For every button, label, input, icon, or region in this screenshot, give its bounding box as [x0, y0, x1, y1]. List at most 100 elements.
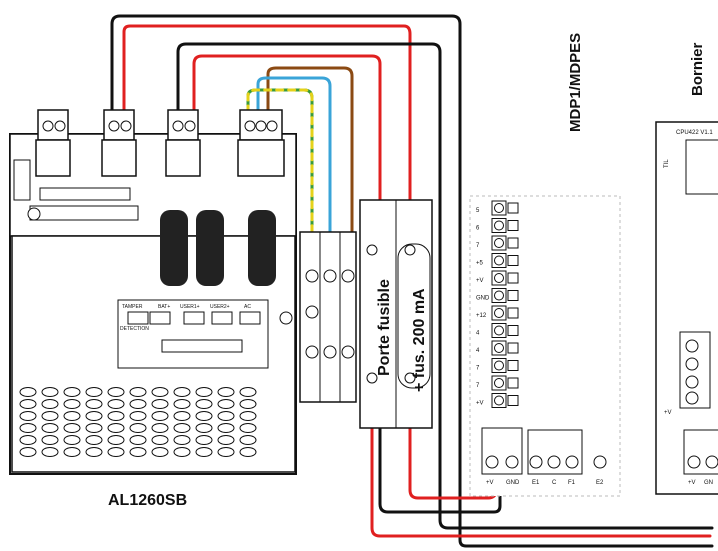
- mdp-bottom-label-e2: E2: [596, 480, 604, 486]
- vent-slot: [85, 411, 103, 421]
- din-terminals: [299, 231, 357, 403]
- mdp-terminal-label: +5: [476, 261, 484, 267]
- mdp-terminal-screw-head: [494, 395, 504, 406]
- vent-slot: [85, 423, 103, 433]
- vent-slot: [63, 399, 81, 409]
- vent-slot: [217, 411, 235, 421]
- mdp-terminal-socket: [507, 202, 519, 214]
- mdp-terminal-label: GND: [476, 296, 490, 302]
- vent-slot: [19, 435, 37, 445]
- vent-slot: [85, 435, 103, 445]
- mdp-terminal-socket: [507, 360, 519, 371]
- mdp-terminal-socket: [507, 255, 519, 266]
- vent-slot: [151, 411, 169, 421]
- vent-slot: [41, 423, 59, 433]
- vent-slot: [129, 447, 147, 457]
- mdp-terminal-label: 7: [476, 243, 480, 249]
- vent-slot: [173, 399, 191, 409]
- label-bat: BAT+: [158, 304, 170, 310]
- vent-slot: [63, 387, 81, 397]
- dip-switch: [13, 159, 31, 201]
- mdp-bottom-label-gnd: GND: [506, 480, 520, 486]
- capacitor-3: [248, 210, 276, 286]
- vent-slot: [239, 411, 257, 421]
- mdp-bottom-label-f1: F1: [568, 480, 576, 486]
- vent-slot: [217, 435, 235, 445]
- mdp-terminal-screw-head: [494, 325, 504, 336]
- label-ac: AC: [244, 304, 251, 310]
- cpu-port-label: TIL: [664, 159, 670, 168]
- psu-terminal-block-3: [165, 109, 201, 177]
- mdp-terminal-socket: [507, 307, 519, 319]
- vent-slot: [41, 411, 59, 421]
- mdp-terminal-screw-head: [494, 343, 504, 353]
- mdp-terminal-socket: [507, 342, 519, 354]
- mdp-terminal-label: +V: [476, 278, 484, 284]
- mdp-terminal-label: 6: [476, 226, 480, 232]
- label-detection: DETECTION: [120, 326, 149, 332]
- vent-slot: [195, 399, 213, 409]
- vent-slot: [85, 387, 103, 397]
- screw-right: [279, 311, 293, 325]
- mdp-terminal-label: 4: [476, 348, 480, 354]
- vent-grid: [19, 387, 257, 457]
- wire-red-to-cpu: [370, 426, 712, 538]
- vent-slot: [19, 423, 37, 433]
- vent-slot: [173, 423, 191, 433]
- fuse-label-line2: + fus. 200 mA: [411, 288, 428, 392]
- vent-slot: [195, 411, 213, 421]
- vent-slot: [107, 423, 125, 433]
- cpu-left-terminals: [679, 331, 711, 409]
- vent-slot: [195, 447, 213, 457]
- mdp-terminal-screw-head: [494, 203, 504, 213]
- vent-slot: [173, 387, 191, 397]
- vent-slot: [151, 435, 169, 445]
- mdp-bottom-terminals: [481, 427, 607, 475]
- vent-slot: [19, 447, 37, 457]
- vent-slot: [19, 411, 37, 421]
- capacitor-1: [160, 210, 188, 286]
- vent-slot: [41, 447, 59, 457]
- vent-slot: [173, 447, 191, 457]
- mdp-terminal-screw-head: [494, 255, 504, 266]
- cpu-model-label: CPU422 V1.1: [676, 130, 713, 136]
- vent-slot: [239, 447, 257, 457]
- mdp-terminal-screw-head: [494, 220, 504, 231]
- mdp-terminal-label: 7: [476, 366, 480, 372]
- label-user2: USER2+: [210, 304, 230, 310]
- vent-slot: [239, 399, 257, 409]
- wire-brown: [266, 66, 354, 234]
- cpu-left-label: +V: [664, 410, 672, 416]
- vent-slot: [129, 435, 147, 445]
- mdp-terminal-socket: [507, 237, 519, 249]
- screw-left: [27, 207, 41, 221]
- vent-slot: [63, 411, 81, 421]
- mdp-terminal-screw-head: [494, 308, 504, 318]
- mdp-terminal-label: 5: [476, 208, 480, 214]
- wire-black-outer: [110, 14, 714, 548]
- vent-slot: [239, 387, 257, 397]
- psu-panel-terminals: [127, 311, 261, 353]
- wire-red-outer: [122, 24, 412, 202]
- wire-red-inner: [192, 54, 382, 202]
- vent-slot: [41, 387, 59, 397]
- vent-slot: [19, 399, 37, 409]
- vent-slot: [107, 435, 125, 445]
- mdp-terminal-label: +12: [476, 313, 487, 319]
- vent-slot: [107, 387, 125, 397]
- mdp-bottom-label-e1: E1: [532, 480, 540, 486]
- mdp-terminal-screw-head: [494, 290, 504, 301]
- vent-slot: [217, 387, 235, 397]
- fuse-holder: Porte fusible + fus. 200 mA: [359, 199, 433, 429]
- power-supply-unit: BAT+ USER1+ USER2+ AC TAMPER DETECTION: [9, 109, 297, 475]
- vent-slot: [151, 399, 169, 409]
- wire-blue: [256, 76, 332, 234]
- mdp-terminal-screw-head: [494, 378, 504, 388]
- vent-slot: [151, 447, 169, 457]
- label-user1: USER1+: [180, 304, 200, 310]
- mdp-terminal-socket: [507, 325, 519, 336]
- vent-slot: [195, 423, 213, 433]
- vent-slot: [195, 387, 213, 397]
- mdp-terminal-screw-head: [494, 273, 504, 283]
